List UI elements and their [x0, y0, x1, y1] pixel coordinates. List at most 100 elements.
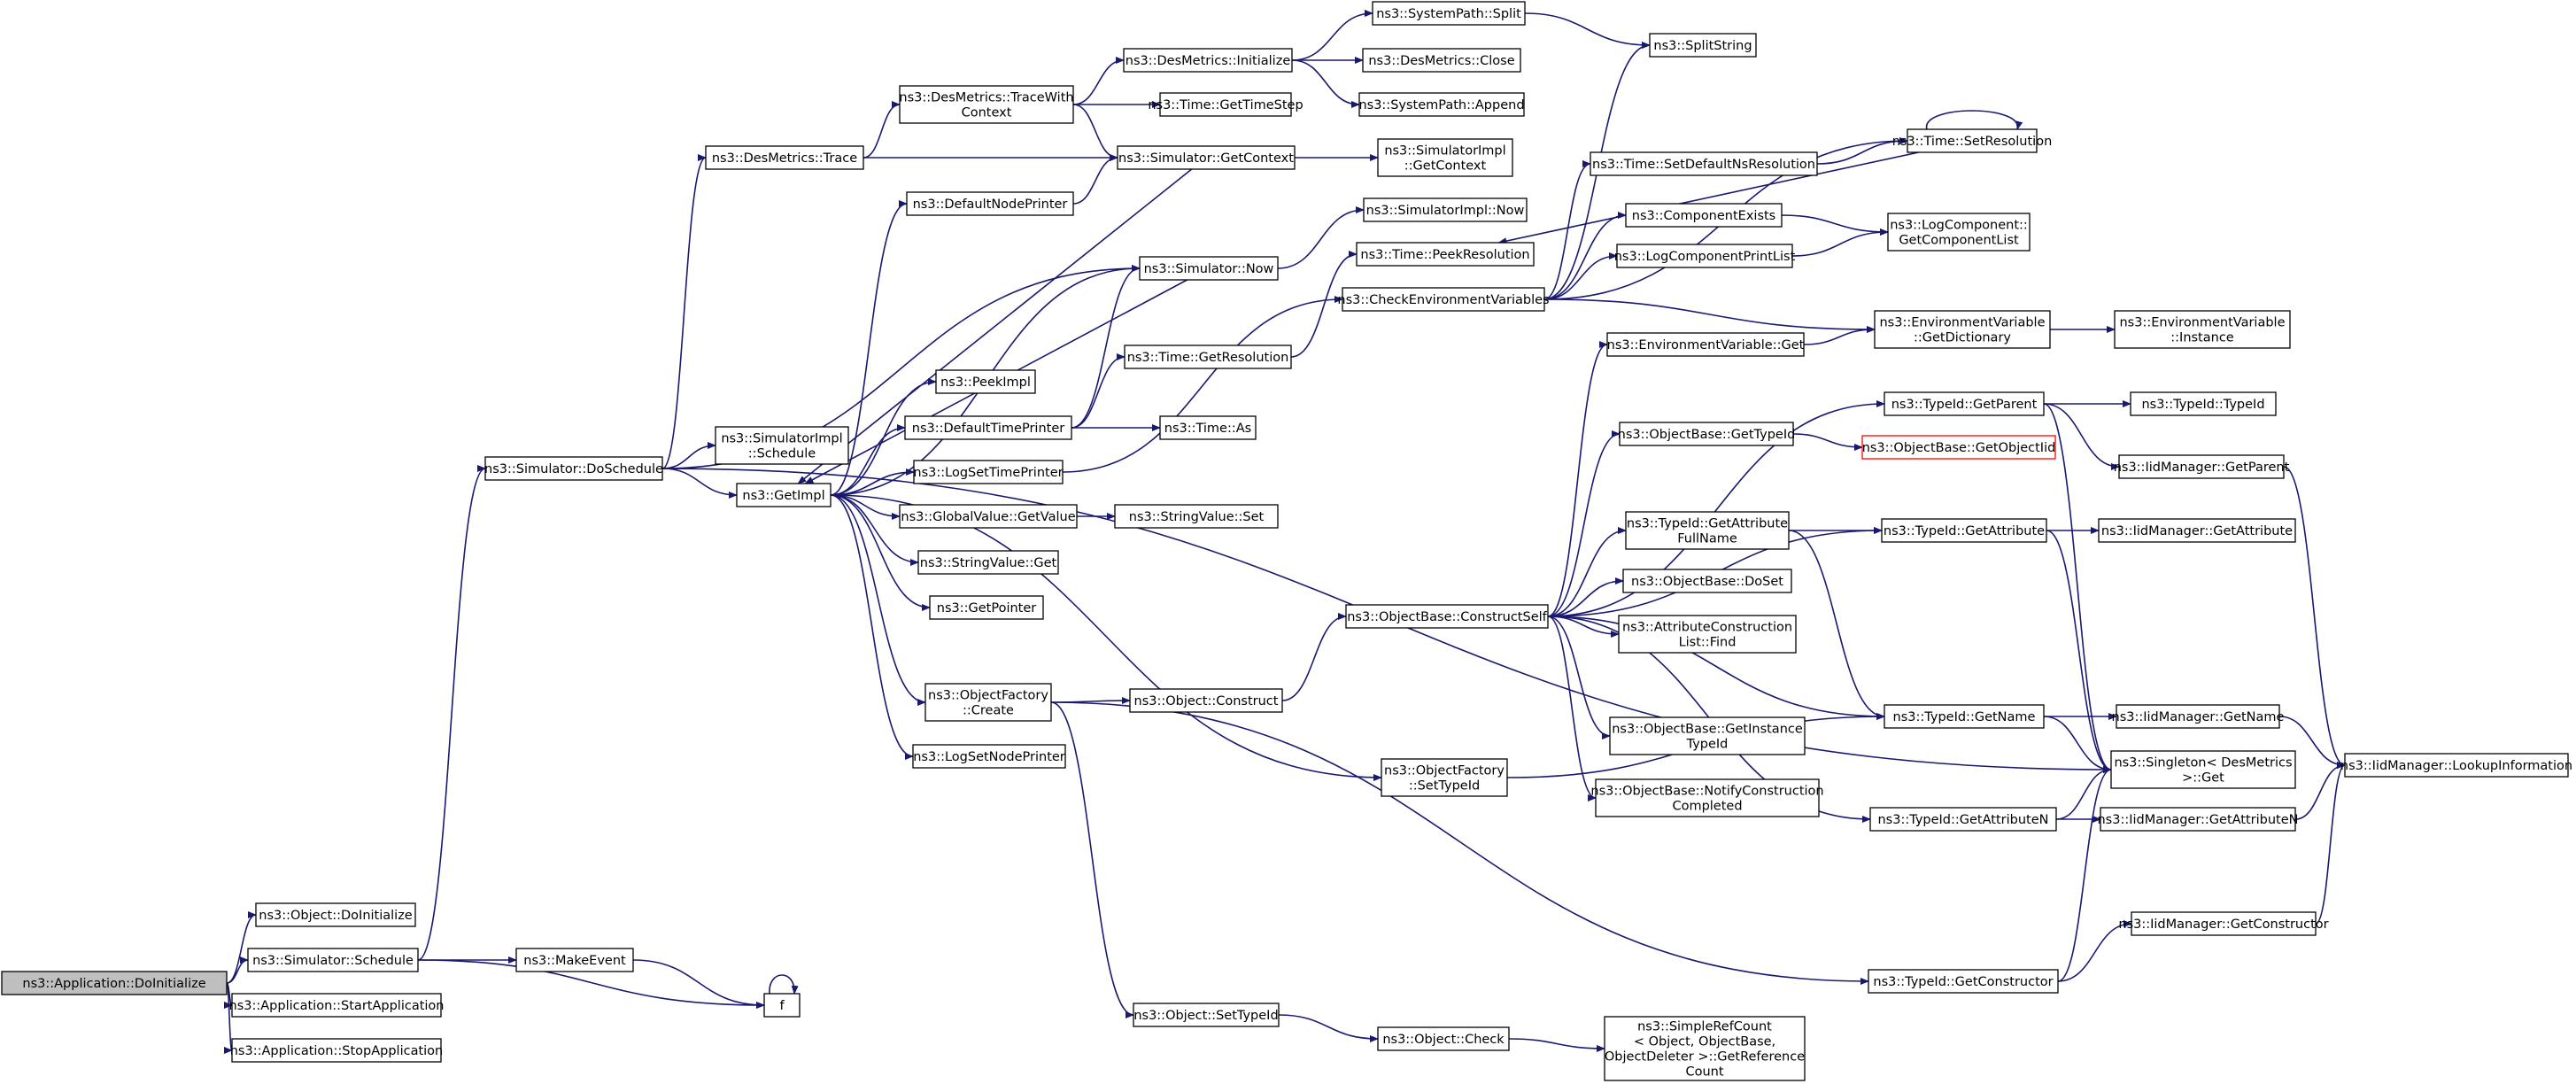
node-sim-now[interactable]: ns3::Simulator::Now	[1139, 256, 1279, 281]
node-peekimpl[interactable]: ns3::PeekImpl	[935, 369, 1036, 394]
node-desm-trace[interactable]: ns3::DesMetrics::Trace	[705, 145, 864, 170]
node-defnodeprinter[interactable]: ns3::DefaultNodePrinter	[906, 191, 1074, 216]
node-iid-getattr[interactable]: ns3::IidManager::GetAttribute	[2098, 518, 2296, 543]
node-app-start[interactable]: ns3::Application::StartApplication	[229, 993, 445, 1018]
node-label: Context	[962, 106, 1012, 120]
node-f[interactable]: f	[763, 993, 801, 1018]
edge-sim-now-to-simimpl-now	[1277, 206, 1365, 269]
node-simimpl-getctx[interactable]: ns3::SimulatorImpl::GetContext	[1377, 138, 1513, 177]
node-box	[906, 191, 1074, 216]
node-iid-getattrn[interactable]: ns3::IidManager::GetAttributeN	[2097, 807, 2299, 832]
node-sp-append[interactable]: ns3::SystemPath::Append	[1358, 92, 1525, 117]
node-logcomp-getlist[interactable]: ns3::LogComponent::GetComponentList	[1887, 213, 2031, 252]
node-tid-typeid[interactable]: ns3::TypeId::TypeId	[2130, 391, 2277, 416]
node-label: ns3::Time::SetDefaultNsResolution	[1592, 158, 1815, 172]
node-makeevent[interactable]: ns3::MakeEvent	[515, 948, 634, 972]
node-time-as[interactable]: ns3::Time::As	[1159, 415, 1257, 440]
node-iid-getctor[interactable]: ns3::IidManager::GetConstructor	[2118, 911, 2329, 936]
node-time-setdefres[interactable]: ns3::Time::SetDefaultNsResolution	[1590, 151, 1818, 176]
node-box	[1618, 615, 1797, 654]
node-ob-notify[interactable]: ns3::ObjectBase::NotifyConstructionCompl…	[1590, 778, 1824, 817]
node-obj-construct[interactable]: ns3::Object::Construct	[1129, 688, 1283, 713]
node-tid-getctor[interactable]: ns3::TypeId::GetConstructor	[1868, 969, 2059, 994]
edge-desm-tracewith-to-desm-init	[1072, 57, 1125, 105]
node-logsettimeprinter[interactable]: ns3::LogSetTimePrinter	[913, 460, 1064, 484]
node-simplerefcount[interactable]: ns3::SimpleRefCount< Object, ObjectBase,…	[1604, 1016, 1806, 1081]
edge-of-create-to-obj-settypeid	[1050, 701, 1134, 1018]
node-tid-getparent[interactable]: ns3::TypeId::GetParent	[1884, 391, 2045, 416]
node-sv-get[interactable]: ns3::StringValue::Get	[917, 550, 1059, 575]
node-envvar-getdict[interactable]: ns3::EnvironmentVariable::GetDictionary	[1874, 310, 2051, 349]
node-label: ns3::SplitString	[1653, 39, 1752, 53]
node-of-settypeid[interactable]: ns3::ObjectFactory::SetTypeId	[1381, 758, 1508, 797]
node-obj-check[interactable]: ns3::Object::Check	[1377, 1026, 1510, 1051]
edge-deftimeprinter-to-time-getres	[1071, 353, 1126, 429]
edge-tid-getattrfull-to-tid-getname	[1788, 530, 1885, 720]
node-envvar-instance[interactable]: ns3::EnvironmentVariable::Instance	[2114, 310, 2291, 349]
node-label: ns3::Simulator::Schedule	[252, 954, 414, 968]
node-gv-getvalue[interactable]: ns3::GlobalValue::GetValue	[899, 504, 1078, 529]
node-label: ns3::Application::StopApplication	[230, 1044, 444, 1058]
node-sim-schedule[interactable]: ns3::Simulator::Schedule	[247, 948, 419, 972]
node-ob-gettypeid[interactable]: ns3::ObjectBase::GetTypeId	[1618, 422, 1796, 446]
node-sv-set[interactable]: ns3::StringValue::Set	[1114, 504, 1279, 529]
node-ob-constructself[interactable]: ns3::ObjectBase::ConstructSelf	[1345, 604, 1549, 629]
node-label: ns3::Object::Check	[1382, 1033, 1505, 1047]
node-splitstring[interactable]: ns3::SplitString	[1649, 33, 1757, 58]
node-iid-getparent[interactable]: ns3::IidManager::GetParent	[2114, 454, 2290, 479]
node-obj-doinit[interactable]: ns3::Object::DoInitialize	[255, 902, 416, 927]
node-label: ns3::SystemPath::Split	[1376, 7, 1521, 21]
node-label: ns3::DesMetrics::Initialize	[1126, 54, 1291, 68]
node-sim-getcontext[interactable]: ns3::Simulator::GetContext	[1117, 145, 1296, 170]
node-tid-getattr[interactable]: ns3::TypeId::GetAttribute	[1881, 518, 2047, 543]
node-desm-init[interactable]: ns3::DesMetrics::Initialize	[1123, 48, 1293, 73]
node-getimpl[interactable]: ns3::GetImpl	[736, 483, 832, 507]
edge-iid-getparent-to-iid-lookup	[2283, 466, 2346, 769]
node-singleton-get[interactable]: ns3::Singleton< DesMetrics >::Get	[2110, 750, 2296, 789]
node-compexists[interactable]: ns3::ComponentExists	[1625, 203, 1783, 228]
node-label: ns3::Simulator::GetContext	[1118, 151, 1294, 166]
node-ob-doset[interactable]: ns3::ObjectBase::DoSet	[1622, 569, 1792, 593]
node-tid-getattrn[interactable]: ns3::TypeId::GetAttributeN	[1869, 807, 2057, 832]
node-label: ns3::TypeId::GetAttributeN	[1877, 813, 2048, 827]
node-sim-dosched[interactable]: ns3::Simulator::DoSchedule	[484, 456, 663, 481]
edge-compexists-to-logcomp-getlist	[1781, 214, 1889, 236]
node-label: ns3::SimulatorImpl	[1384, 144, 1505, 159]
node-of-create[interactable]: ns3::ObjectFactory::Create	[924, 683, 1052, 722]
node-ob-getobjectiid[interactable]: ns3::ObjectBase::GetObjectIid	[1861, 435, 2056, 460]
node-time-getres[interactable]: ns3::Time::GetResolution	[1124, 345, 1292, 369]
node-getpointer[interactable]: ns3::GetPointer	[929, 595, 1044, 620]
node-label: ns3::Time::GetTimeStep	[1148, 98, 1303, 112]
node-iid-lookup[interactable]: ns3::IidManager::LookupInformation	[2340, 753, 2572, 778]
node-iid-getname[interactable]: ns3::IidManager::GetName	[2112, 704, 2285, 729]
node-simimpl-now[interactable]: ns3::SimulatorImpl::Now	[1363, 197, 1528, 222]
node-box	[1595, 778, 1820, 817]
node-time-gettimestep[interactable]: ns3::Time::GetTimeStep	[1148, 92, 1303, 117]
node-box	[1117, 145, 1296, 170]
node-tid-getname[interactable]: ns3::TypeId::GetName	[1884, 704, 2045, 729]
edge-checkenv-to-logcompprintlist	[1543, 252, 1618, 300]
node-logcompprintlist[interactable]: ns3::LogComponentPrintList	[1614, 244, 1796, 268]
node-time-setres[interactable]: ns3::Time::SetResolution	[1892, 128, 2053, 153]
edge-ob-constructself-to-tid-getparent	[1547, 400, 1885, 617]
node-label: < Object, ObjectBase,	[1634, 1035, 1775, 1049]
node-label: ns3::ObjectFactory	[1384, 764, 1505, 778]
node-time-peekres[interactable]: ns3::Time::PeekResolution	[1356, 242, 1535, 267]
edge-envvar-get-to-envvar-getdict	[1803, 326, 1876, 345]
node-logsetnodeprinter[interactable]: ns3::LogSetNodePrinter	[912, 744, 1066, 769]
edge-getimpl-to-of-create	[830, 494, 926, 706]
node-sp-split[interactable]: ns3::SystemPath::Split	[1372, 1, 1526, 26]
node-obj-settypeid[interactable]: ns3::Object::SetTypeId	[1133, 1003, 1280, 1027]
node-checkenv[interactable]: ns3::CheckEnvironmentVariables	[1337, 287, 1550, 312]
node-app-doinit[interactable]: ns3::Application::DoInitialize	[1, 971, 228, 995]
node-deftimeprinter[interactable]: ns3::DefaultTimePrinter	[904, 415, 1072, 440]
node-box	[1861, 435, 2056, 460]
node-simimpl-sched[interactable]: ns3::SimulatorImpl::Schedule	[715, 426, 849, 465]
node-desm-close[interactable]: ns3::DesMetrics::Close	[1362, 48, 1521, 73]
node-app-stop[interactable]: ns3::Application::StopApplication	[230, 1038, 444, 1063]
node-envvar-get[interactable]: ns3::EnvironmentVariable::Get	[1606, 332, 1805, 357]
